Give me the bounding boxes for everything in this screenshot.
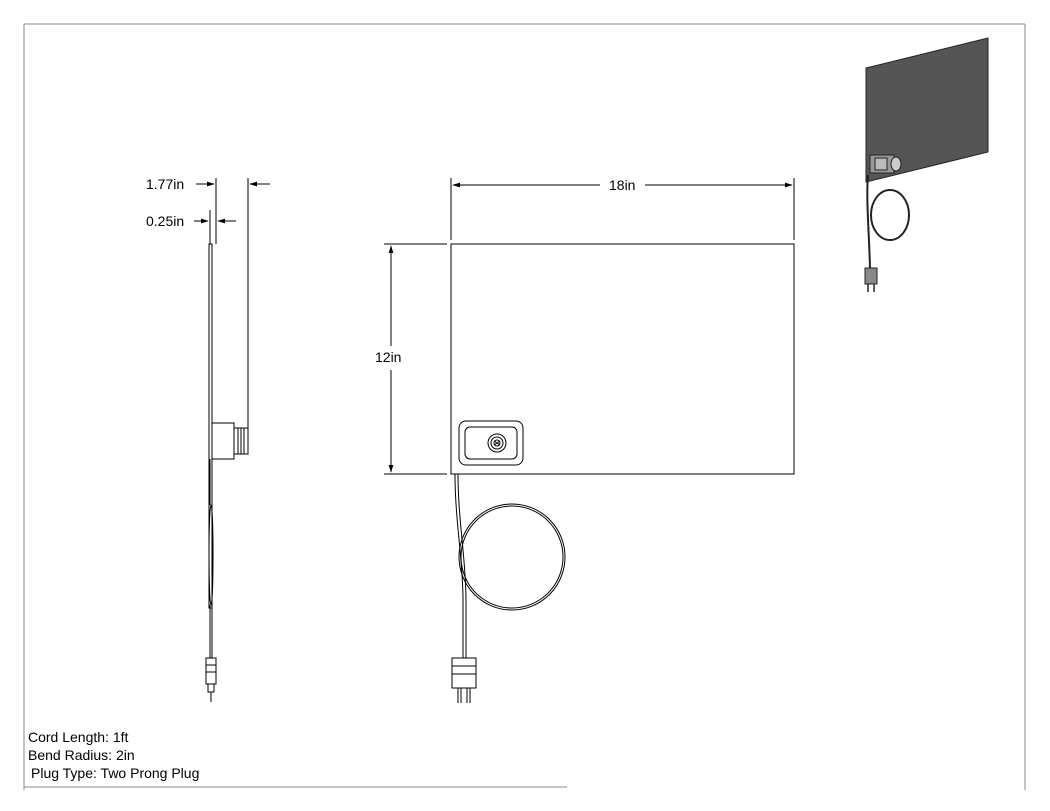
height-dimension-label: 12in	[375, 349, 401, 365]
isometric-pad	[865, 37, 989, 183]
isometric-view	[864, 37, 989, 292]
sheet-border	[23, 23, 1026, 790]
front-view-cord	[454, 473, 464, 658]
front-view-dimensions	[384, 178, 795, 475]
plug-type-note: Plug Type: Two Prong Plug	[31, 765, 200, 781]
isometric-cord	[866, 174, 871, 269]
pad-thickness-dimension-label: 0.25in	[146, 213, 184, 229]
side-view	[205, 243, 249, 702]
isometric-cord-coil	[870, 189, 910, 241]
side-view-cord-coil	[208, 504, 214, 606]
front-view	[450, 243, 795, 703]
width-dimension-label: 18in	[609, 177, 635, 193]
side-view-dimensions	[194, 178, 270, 428]
bend-radius-note: Bend Radius: 2in	[28, 747, 135, 763]
side-view-controller	[211, 422, 235, 460]
cord-length-note: Cord Length: 1ft	[28, 729, 129, 745]
side-view-plug	[205, 657, 217, 685]
front-view-cord-coil	[458, 503, 566, 611]
front-view-plug	[451, 657, 477, 689]
thickness-dimension-label: 1.77in	[146, 176, 184, 192]
isometric-plug	[864, 267, 878, 285]
